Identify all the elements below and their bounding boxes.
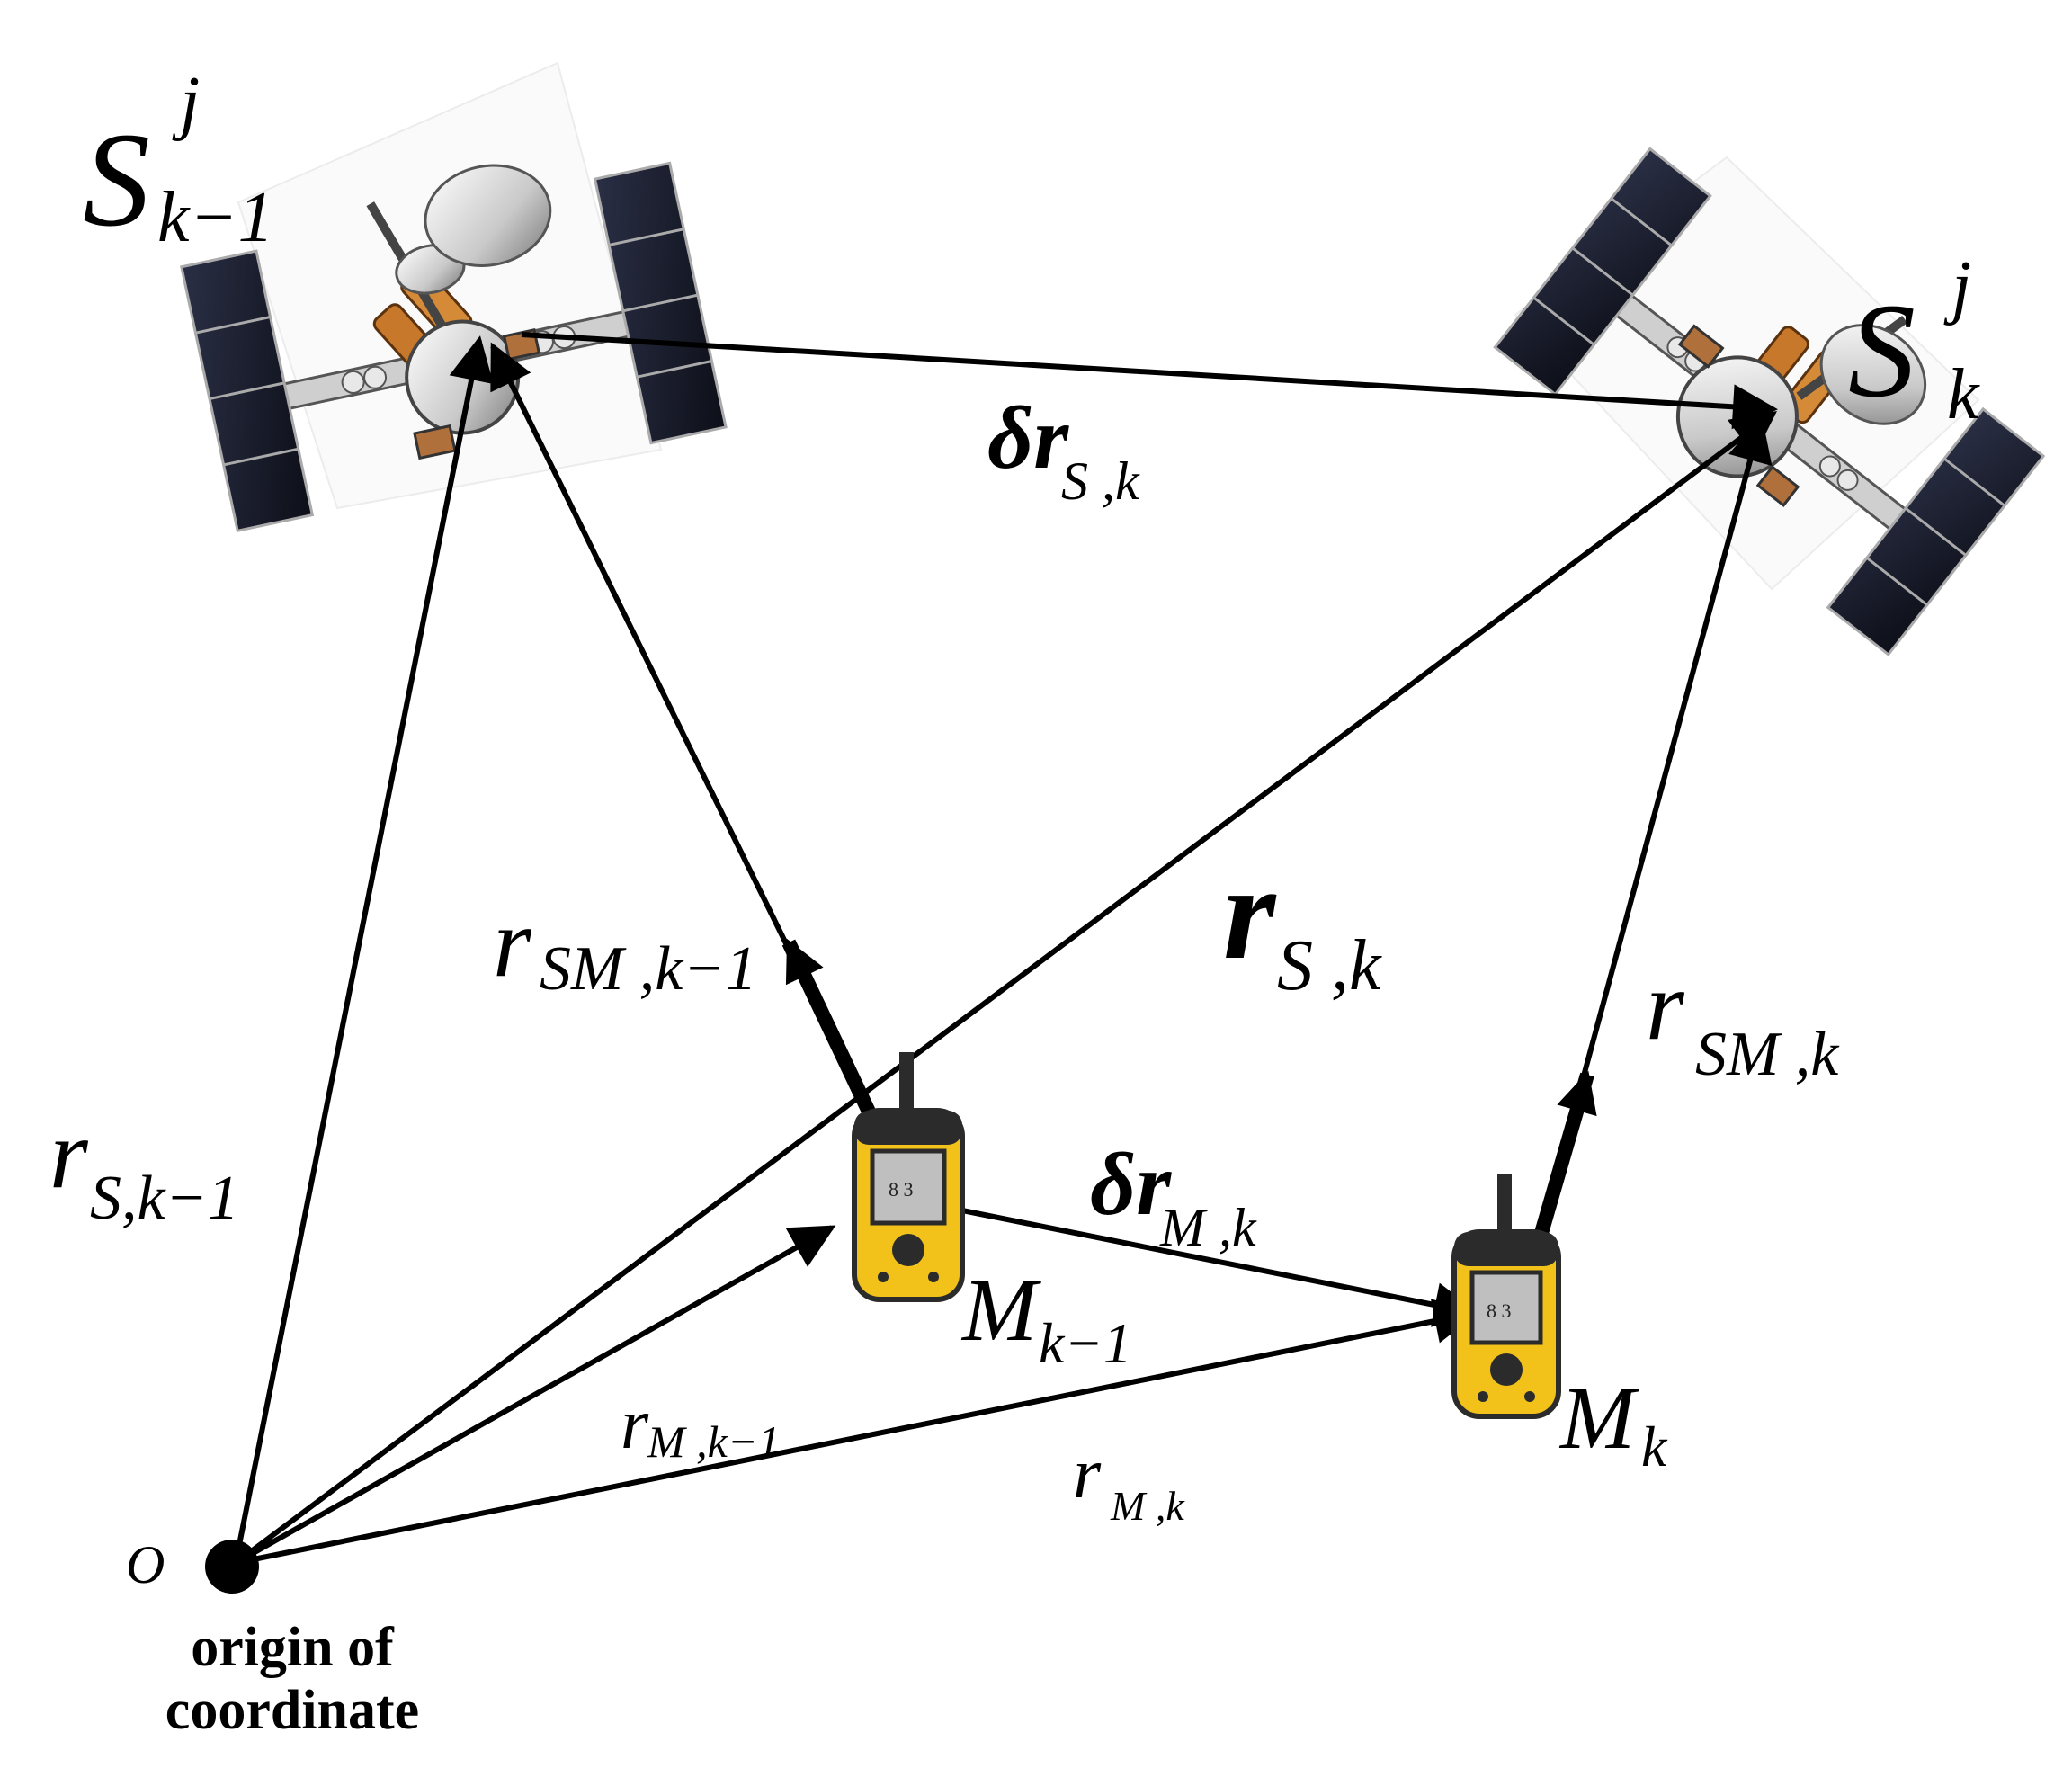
svg-text:S: S bbox=[1848, 276, 1916, 425]
vector-r-sm-curr-thick bbox=[1531, 1070, 1597, 1248]
svg-text:r⃗: r⃗ bbox=[493, 888, 608, 997]
origin-caption-line1: origin of bbox=[191, 1617, 395, 1678]
vectors bbox=[233, 332, 1778, 1566]
origin-label: O bbox=[126, 1535, 165, 1594]
label-sat-curr: S j k bbox=[1848, 247, 1980, 434]
label-r-m-prev: r⃗ M ,k−1 bbox=[621, 1385, 781, 1467]
gps-receiver-icon: 8 3 bbox=[1451, 1174, 1561, 1419]
receiver-prev: 8 3 bbox=[852, 1052, 965, 1302]
svg-text:r⃗: r⃗ bbox=[1223, 838, 1380, 987]
svg-text:k−1: k−1 bbox=[157, 178, 274, 257]
svg-text:k−1: k−1 bbox=[1039, 1311, 1132, 1375]
label-r-s-prev: r⃗ S,k−1 bbox=[49, 1099, 239, 1233]
svg-text:M ,k−1: M ,k−1 bbox=[647, 1416, 781, 1467]
svg-text:S ,k: S ,k bbox=[1277, 926, 1382, 1005]
label-m-curr: M k bbox=[1558, 1368, 1668, 1478]
label-r-sm-prev: r⃗ SM ,k−1 bbox=[493, 888, 757, 1004]
label-delta-r-s: δr⃗ S ,k bbox=[987, 388, 1140, 511]
svg-text:M ,k: M ,k bbox=[1159, 1198, 1257, 1257]
vector-r-s-prev bbox=[233, 335, 494, 1564]
origin-point bbox=[205, 1540, 259, 1594]
label-m-prev: M k−1 bbox=[960, 1260, 1132, 1375]
svg-text:S: S bbox=[83, 105, 150, 254]
svg-text:δr⃗: δr⃗ bbox=[1090, 1134, 1241, 1234]
svg-text:r⃗: r⃗ bbox=[621, 1385, 704, 1464]
vector-r-m-prev bbox=[234, 1225, 836, 1566]
svg-text:j: j bbox=[172, 63, 200, 142]
svg-text:S,k−1: S,k−1 bbox=[90, 1164, 239, 1233]
svg-text:8 3: 8 3 bbox=[1487, 1299, 1512, 1322]
label-r-m-curr: r⃗ M ,k bbox=[1073, 1434, 1185, 1529]
label-r-s-curr: r⃗ S ,k bbox=[1223, 838, 1382, 1005]
svg-text:r⃗: r⃗ bbox=[49, 1099, 165, 1209]
label-sat-prev: S j k−1 bbox=[83, 63, 274, 257]
vector-r-s-curr bbox=[234, 411, 1778, 1566]
gps-receiver-icon: 8 3 bbox=[852, 1052, 965, 1302]
svg-text:k: k bbox=[1947, 355, 1980, 434]
label-delta-r-m: δr⃗ M ,k bbox=[1090, 1134, 1257, 1257]
vector-delta-r-s bbox=[521, 332, 1778, 430]
svg-text:k: k bbox=[1641, 1415, 1668, 1478]
vector-delta-r-m bbox=[957, 1207, 1479, 1327]
vector-r-sm-prev-thick bbox=[781, 938, 884, 1132]
vector-r-m-curr bbox=[235, 1299, 1479, 1566]
svg-text:j: j bbox=[1943, 247, 1971, 326]
label-r-sm-curr: r⃗ SM ,k bbox=[1646, 951, 1840, 1089]
svg-text:M: M bbox=[960, 1260, 1041, 1360]
svg-text:8 3: 8 3 bbox=[889, 1178, 914, 1201]
svg-text:M: M bbox=[1558, 1368, 1639, 1468]
svg-text:SM ,k−1: SM ,k−1 bbox=[540, 934, 757, 1004]
receiver-curr: 8 3 bbox=[1451, 1174, 1561, 1419]
origin-caption-line2: coordinate bbox=[165, 1680, 419, 1741]
svg-text:δr⃗: δr⃗ bbox=[987, 388, 1139, 487]
svg-text:r⃗: r⃗ bbox=[1073, 1434, 1157, 1514]
svg-text:S ,k: S ,k bbox=[1061, 451, 1140, 511]
svg-text:SM ,k: SM ,k bbox=[1695, 1020, 1840, 1089]
satellite-prev bbox=[180, 61, 728, 533]
svg-text:r⃗: r⃗ bbox=[1646, 951, 1761, 1060]
svg-text:M ,k: M ,k bbox=[1110, 1483, 1185, 1529]
